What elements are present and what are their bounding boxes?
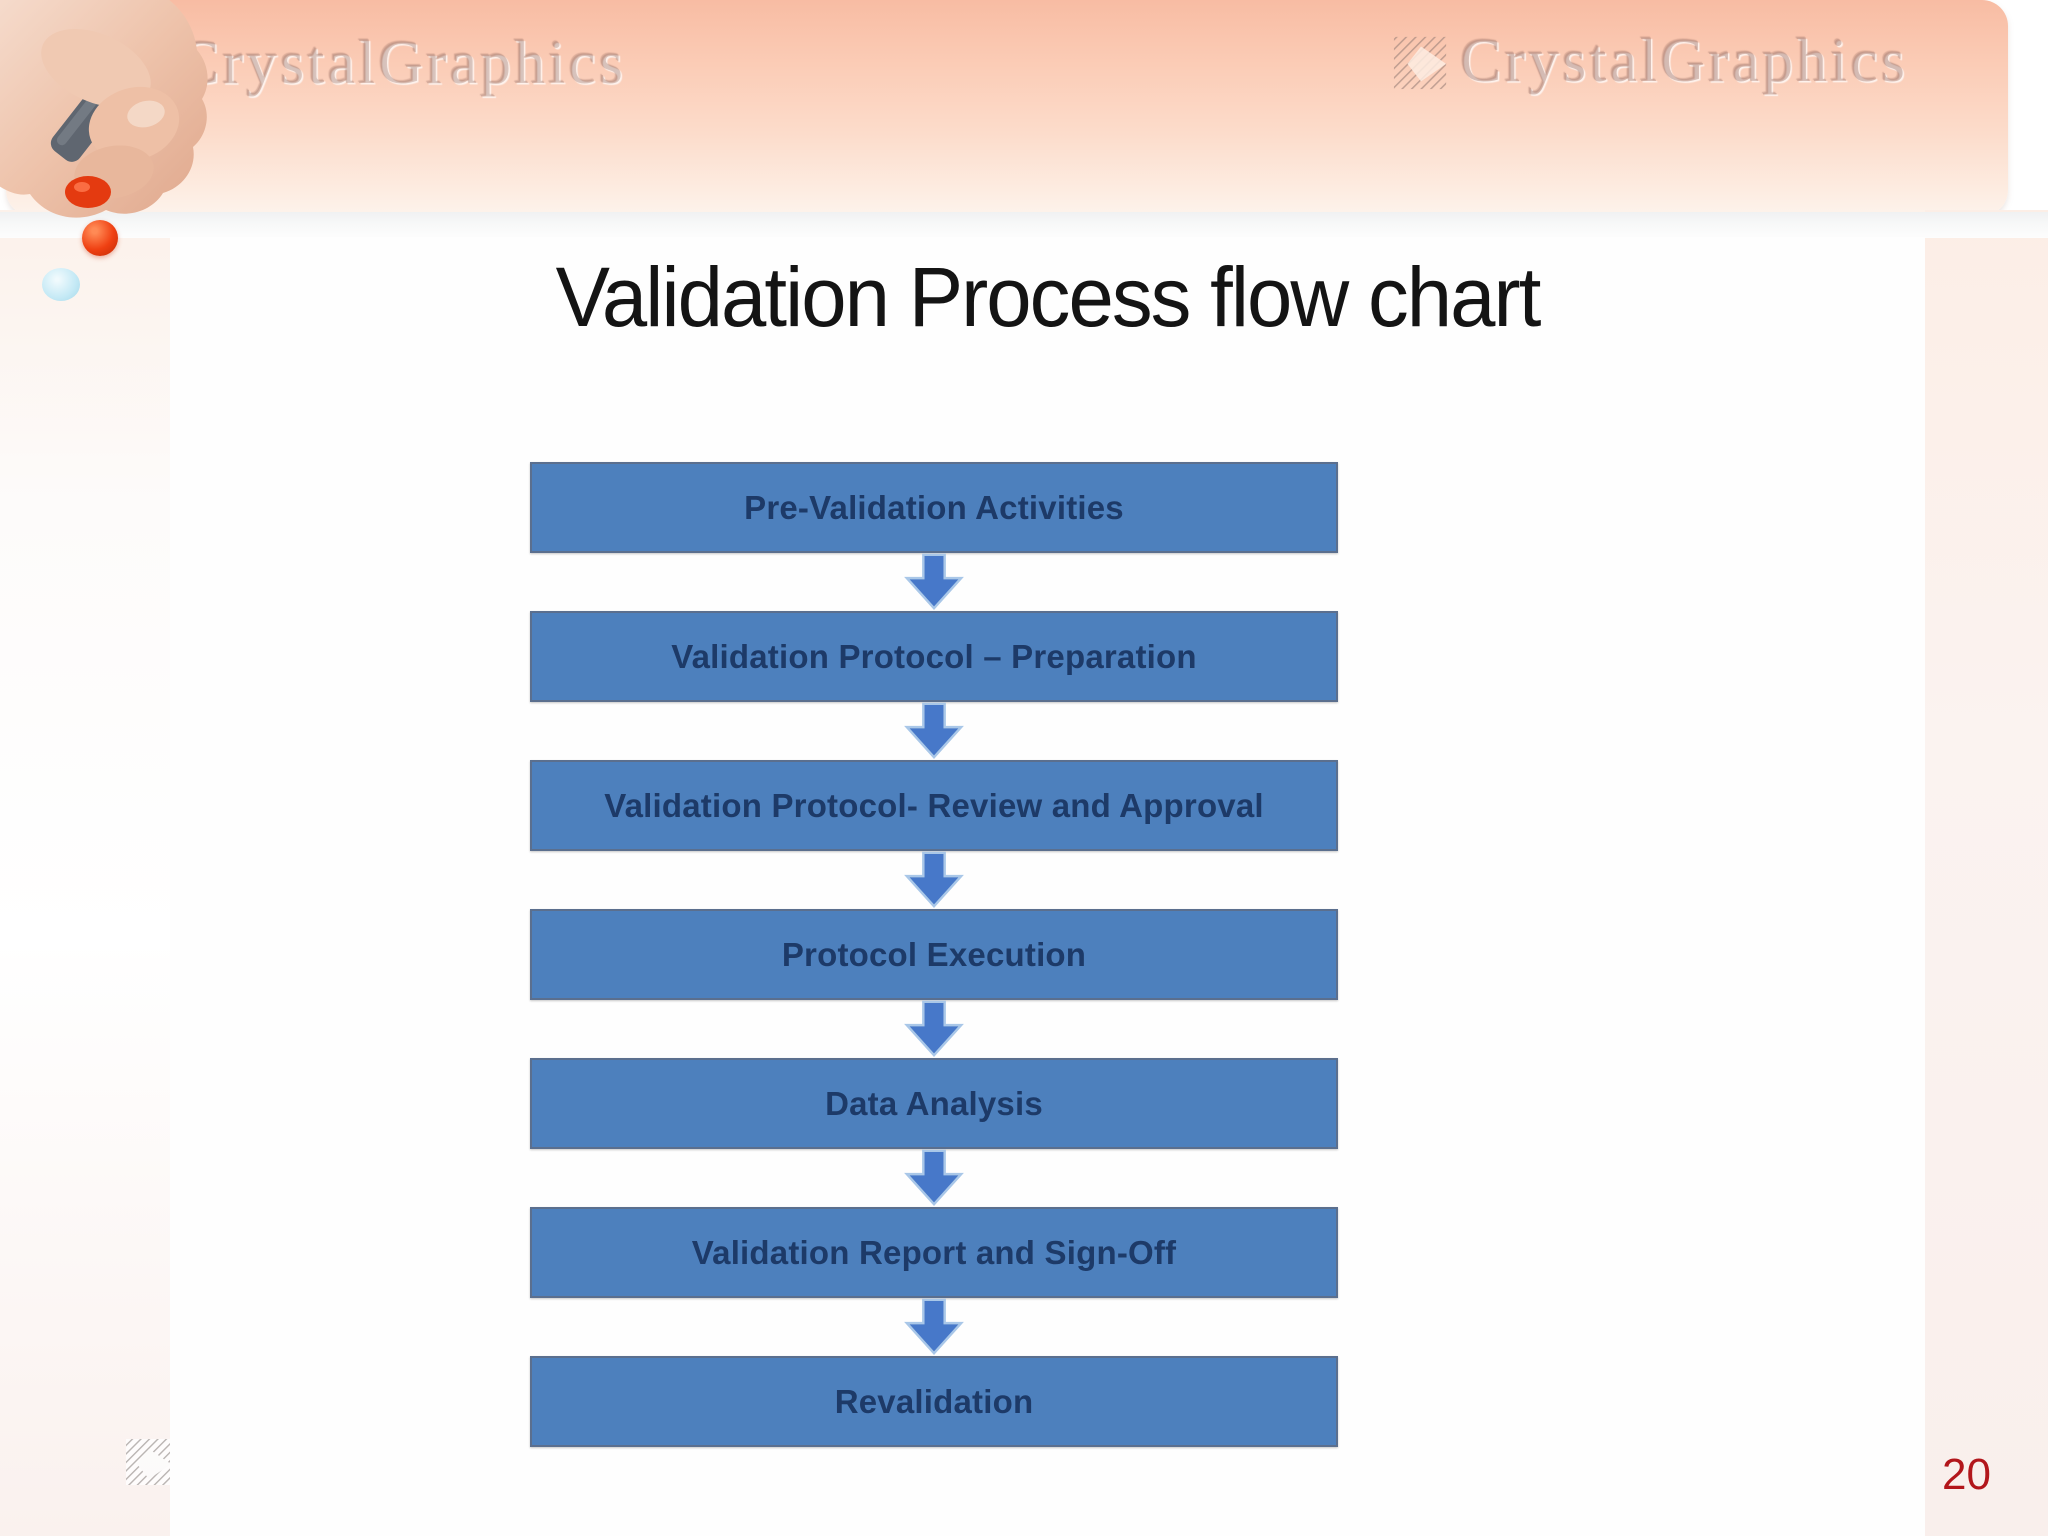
flow-step-label: Revalidation: [834, 1382, 1034, 1420]
down-arrow-icon: [904, 1000, 964, 1058]
slide-title: Validation Process flow chart: [555, 250, 1542, 344]
down-arrow-icon: [904, 702, 964, 760]
left-margin: [0, 210, 170, 1536]
down-arrow-icon: [904, 851, 964, 909]
flow-step-label: Protocol Execution: [781, 935, 1087, 973]
flow-step-box: Validation Protocol- Review and Approval: [530, 760, 1338, 851]
page-number: 20: [1942, 1450, 1991, 1499]
flow-step-box: Protocol Execution: [530, 909, 1338, 1000]
slide-content-panel: Validation Process flow chart Pre-Valida…: [170, 237, 1925, 1536]
red-ball-decoration: [82, 220, 118, 256]
blue-ball-decoration: [42, 268, 80, 301]
flow-step-label: Pre-Validation Activities: [744, 488, 1124, 526]
flow-step-label: Data Analysis: [825, 1084, 1043, 1122]
header-banner: [6, 0, 2008, 216]
flow-step-box: Pre-Validation Activities: [530, 462, 1338, 553]
flow-step-box: Revalidation: [530, 1356, 1338, 1447]
flow-step-box: Validation Report and Sign-Off: [530, 1207, 1338, 1298]
flow-step-label: Validation Protocol- Review and Approval: [604, 786, 1264, 824]
down-arrow-icon: [904, 1298, 964, 1356]
hatched-diamond-icon-footer: [126, 1439, 171, 1485]
flow-step-box: Validation Protocol – Preparation: [530, 611, 1338, 702]
flow-step-label: Validation Report and Sign-Off: [691, 1233, 1177, 1271]
banner-bottom-edge: [0, 212, 2048, 238]
right-margin: [1925, 210, 2048, 1536]
down-arrow-icon: [904, 553, 964, 611]
hand-with-pen-photo: [0, 0, 208, 218]
flow-step-label: Validation Protocol – Preparation: [671, 637, 1197, 675]
flow-step-box: Data Analysis: [530, 1058, 1338, 1149]
down-arrow-icon: [904, 1149, 964, 1207]
